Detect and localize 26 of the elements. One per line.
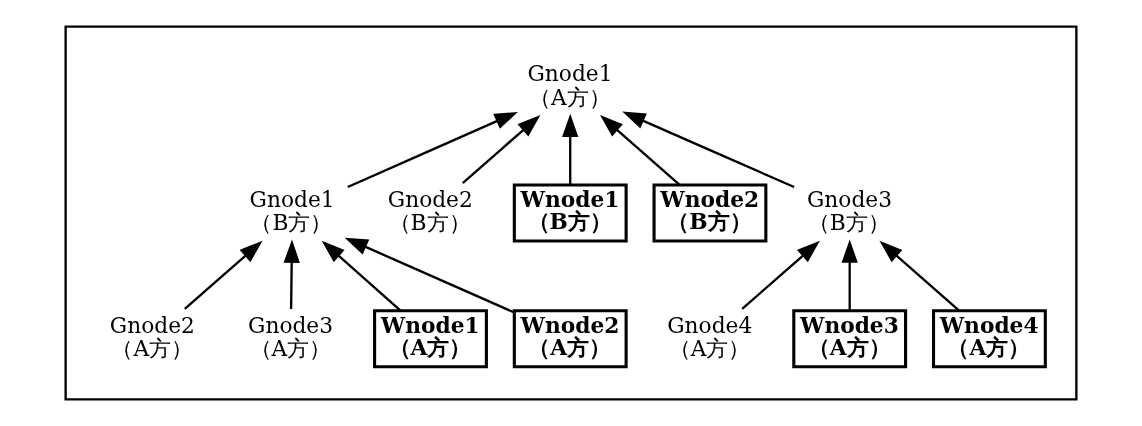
arrow <box>841 239 858 311</box>
arrow <box>879 240 960 312</box>
node-box: Wnode3 （A方） <box>792 309 908 369</box>
node-text: Gnode2 （B方） <box>387 187 473 236</box>
cluster <box>64 25 1078 401</box>
node-box: Wnode4 （A方） <box>931 309 1047 369</box>
arrow <box>461 114 541 185</box>
arrow <box>344 237 515 314</box>
arrow <box>562 113 579 185</box>
node-box: Wnode2 （A方） <box>512 309 628 369</box>
arrow <box>347 111 518 189</box>
node-text: Gnode4 （A方） <box>667 312 753 362</box>
arrow <box>184 240 263 310</box>
node-box: Wnode1 （A方） <box>373 309 488 369</box>
arrow <box>741 240 820 310</box>
arrow <box>283 239 300 309</box>
node-box: Wnode1 （B方） <box>512 183 628 243</box>
node-text: Gnode1 （A方） <box>527 61 613 110</box>
arrow <box>321 240 402 312</box>
node-text: Gnode1 （B方） <box>249 187 335 236</box>
node-text: Gnode3 （A方） <box>248 312 334 362</box>
node-text: Gnode2 （A方） <box>109 312 195 362</box>
node-text: Gnode3 （B方） <box>806 187 892 236</box>
arrow <box>600 114 681 186</box>
node-box: Wnode2 （B方） <box>652 183 768 243</box>
arrow <box>622 111 795 189</box>
